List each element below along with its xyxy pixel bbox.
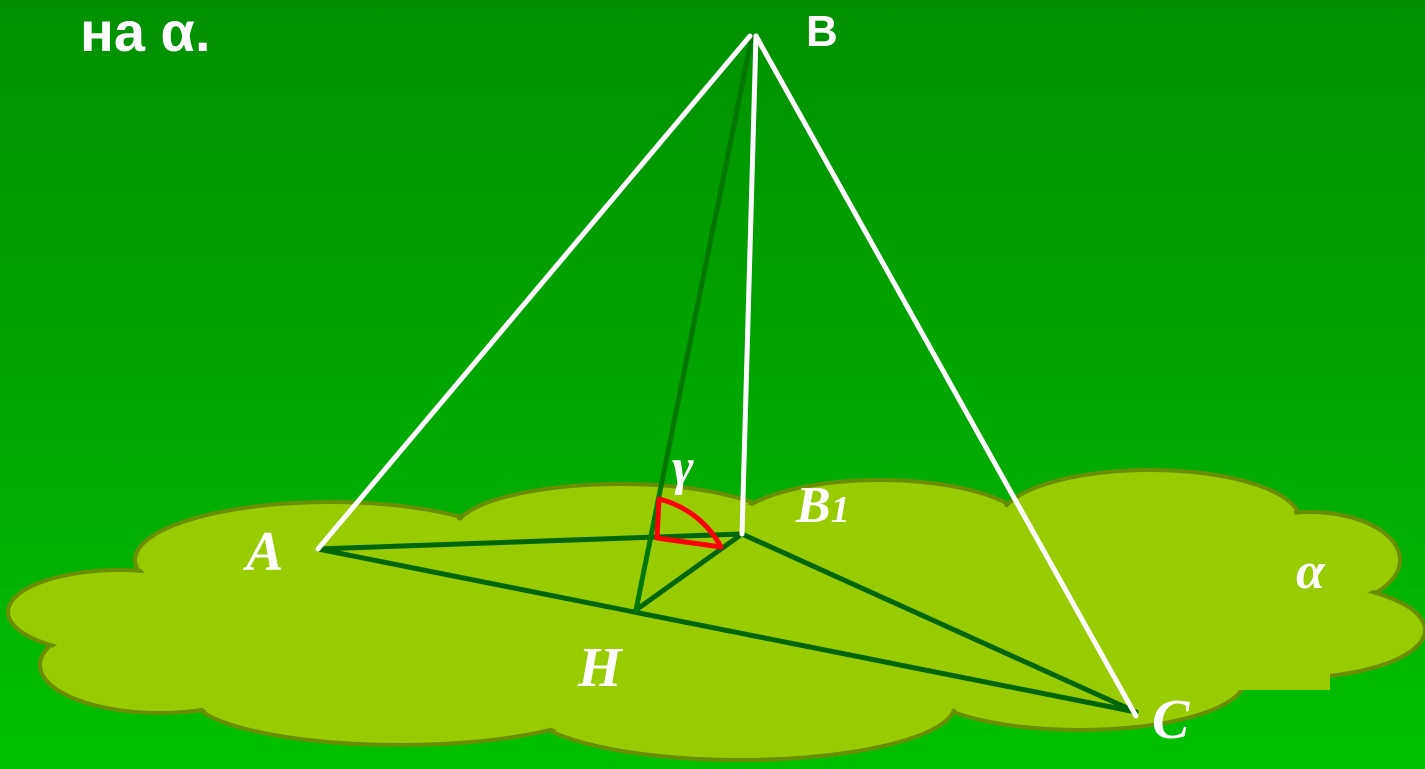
segment-bh: [633, 33, 755, 613]
plane-segments: [315, 531, 1139, 715]
slide-title: на α.: [80, 0, 211, 63]
point-label-b1: B1: [795, 477, 850, 534]
point-label-c: C: [1152, 689, 1190, 751]
plane-label-alpha: α: [1296, 543, 1326, 600]
segment-bc: [753, 33, 1139, 719]
angle-gamma-marker: [654, 496, 724, 550]
segment-hb1: [633, 531, 745, 613]
segment-ab1: [315, 531, 745, 552]
segment-ac: [315, 546, 1139, 715]
point-label-h: H: [577, 637, 623, 699]
angle-label-gamma: γ: [672, 439, 694, 496]
point-label-a: A: [243, 521, 283, 583]
plane-alpha: [6, 468, 1425, 762]
segment-ba: [315, 33, 753, 552]
edges-from-b: [315, 33, 1139, 719]
segment-b1c: [739, 531, 1139, 715]
point-label-b: B: [806, 7, 838, 56]
segment-bb1: [739, 33, 759, 537]
